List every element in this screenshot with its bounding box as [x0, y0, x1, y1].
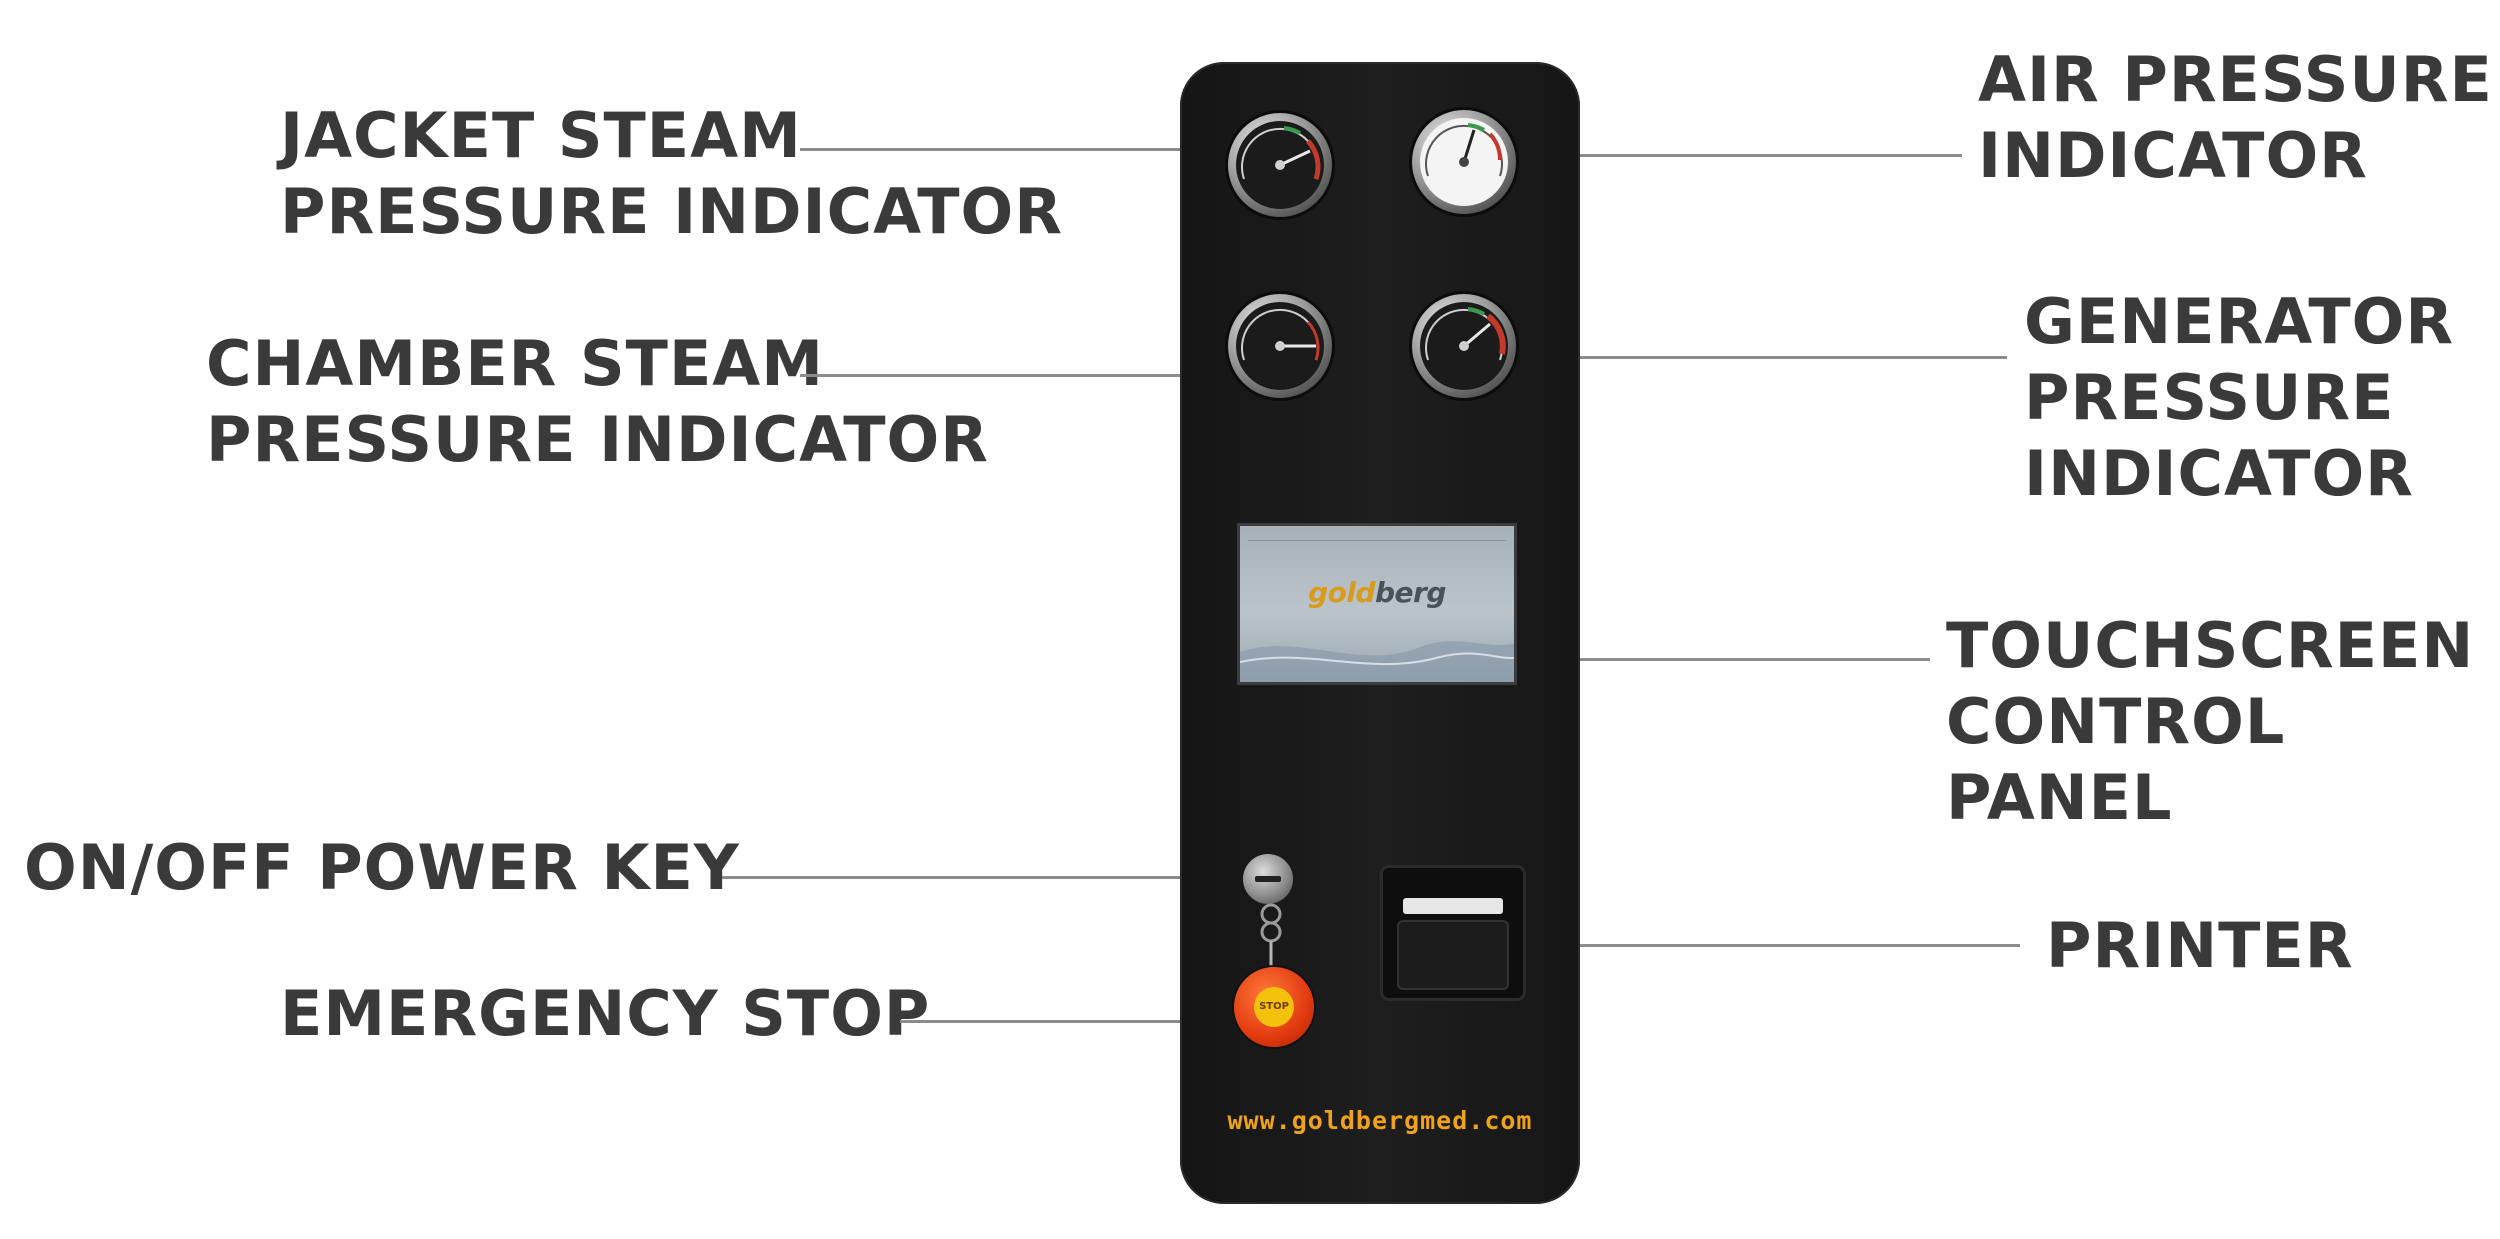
key-slot-icon — [1255, 876, 1281, 882]
label-touchscreen-control-panel: TOUCHSCREEN CONTROL PANEL — [1946, 609, 2475, 834]
touchscreen-control-panel[interactable]: goldberg — [1237, 523, 1517, 685]
label-air-pressure-indicator: AIR PRESSURE INDICATOR — [1978, 43, 2493, 192]
website-url: www.goldbergmed.com — [1227, 1106, 1533, 1135]
leader-emergency-stop — [900, 1020, 1272, 1023]
leader-chamber-steam — [800, 374, 1280, 377]
screen-wave-icon — [1240, 641, 1514, 682]
leader-air-pressure — [1472, 154, 1962, 157]
gauge-dial-icon — [1420, 118, 1508, 206]
label-emergency-stop: EMERGENCY STOP — [280, 977, 931, 1050]
printer-paper-slot — [1403, 898, 1503, 914]
air-pressure-gauge — [1412, 110, 1516, 214]
leader-touchscreen — [1480, 658, 1930, 661]
label-generator-pressure-indicator: GENERATOR PRESSURE INDICATOR — [2024, 285, 2455, 510]
emergency-stop-button[interactable]: STOP — [1234, 967, 1314, 1047]
leader-jacket-steam — [800, 148, 1285, 151]
chamber-steam-pressure-gauge — [1228, 294, 1332, 398]
gauge-dial-icon — [1236, 121, 1324, 209]
power-key-switch[interactable] — [1243, 854, 1293, 904]
emergency-stop-cap: STOP — [1254, 987, 1294, 1027]
screen-brand-logo: goldberg — [1308, 576, 1446, 609]
gauge-dial-icon — [1236, 302, 1324, 390]
printer[interactable] — [1383, 868, 1523, 998]
leader-printer — [1490, 944, 2020, 947]
generator-pressure-gauge — [1412, 294, 1516, 398]
label-chamber-steam-pressure-indicator: CHAMBER STEAM PRESSURE INDICATOR — [206, 327, 989, 476]
screen-status-bar — [1248, 530, 1506, 541]
printer-door — [1397, 920, 1509, 990]
label-printer: PRINTER — [2046, 909, 2354, 982]
jacket-steam-pressure-gauge — [1228, 113, 1332, 217]
label-jacket-steam-pressure-indicator: JACKET STEAM PRESSURE INDICATOR — [280, 99, 1063, 248]
label-on-off-power-key: ON/OFF POWER KEY — [24, 831, 740, 904]
leader-power-key — [722, 876, 1270, 879]
gauge-dial-icon — [1420, 302, 1508, 390]
leader-generator-pressure — [1470, 356, 2007, 359]
